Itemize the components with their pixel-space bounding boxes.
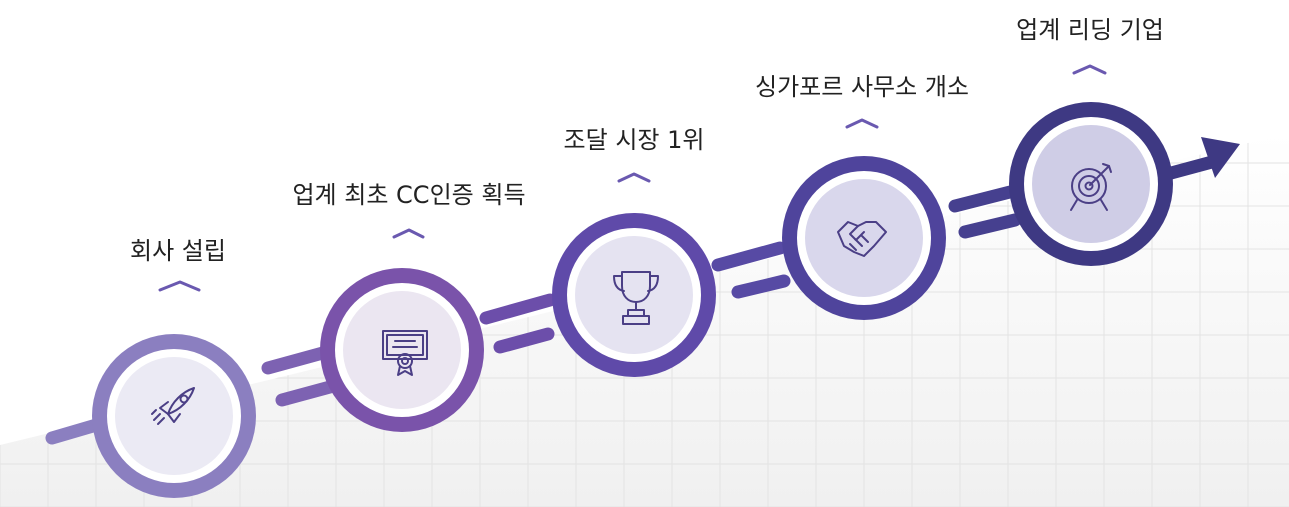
connector-4-5-lower [958,213,1022,239]
node-fill [343,291,461,409]
arrow-head [1201,137,1240,178]
connector-1-2-upper [261,344,337,375]
milestone-label-5: 업계 리딩 기업 [1016,16,1164,44]
certificate-icon [382,330,428,376]
milestone-node-5 [1009,102,1173,266]
connector-2-3-lower [493,327,555,354]
milestone-label-4: 싱가포르 사무소 개소 [755,73,969,101]
caret-icon [617,172,651,183]
milestone-label-3: 조달 시장 1위 [563,126,705,154]
connector-2-3-upper [479,293,557,325]
milestone-node-2 [320,268,484,432]
milestone-node-4 [782,156,946,320]
milestone-node-1 [92,334,256,498]
node-fill [575,236,693,354]
connector-4-5-upper [948,185,1017,213]
caret-icon [392,228,425,239]
milestone-node-3 [552,213,716,377]
connector-1-2-lower [275,380,337,407]
caret-icon [158,280,201,292]
connector-3-4-upper [711,241,787,272]
rocket-icon [151,387,195,425]
connector-3-4-lower [731,274,791,299]
handshake-icon [837,221,887,257]
milestone-label-1: 회사 설립 [130,237,226,265]
caret-icon [1072,64,1107,75]
caret-icon [845,118,879,129]
target-icon [1070,163,1112,211]
trophy-icon [613,271,659,325]
node-fill [115,357,233,475]
milestone-label-2: 업계 최초 CC인증 획득 [292,181,526,209]
